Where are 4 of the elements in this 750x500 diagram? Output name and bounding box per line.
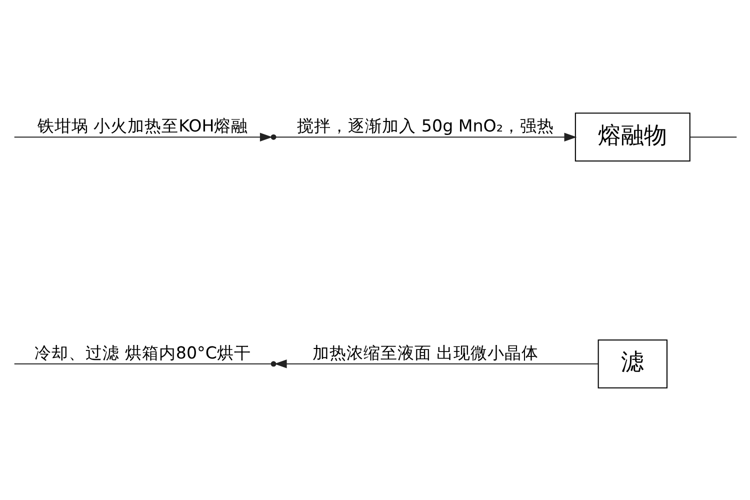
edge-label: 搅拌，逐渐加入 50g MnO₂，强热 [296, 116, 554, 136]
edge-label: 铁坩埚 小火加热至KOH熔融 [36, 116, 248, 136]
edge-label: 加热浓缩至液面 出现微小晶体 [312, 343, 538, 362]
edge-label: 冷却、过滤 烘箱内80°C烘干 [34, 343, 250, 362]
